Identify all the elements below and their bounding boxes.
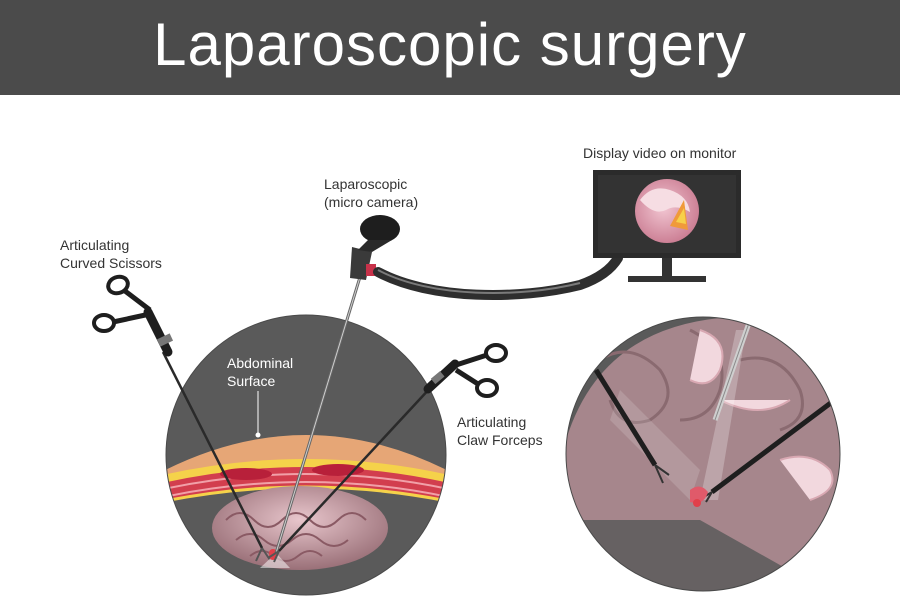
camera-cable-highlight [377, 269, 581, 294]
camera-label-line2: (micro camera) [324, 194, 419, 210]
title-banner: Laparoscopic surgery [0, 0, 900, 95]
abdominal-label-line1: Abdominal [227, 355, 294, 371]
scissors-label-line1: Articulating [60, 237, 130, 253]
abdominal-label-line2: Surface [227, 373, 276, 389]
curved-scissors-instrument [92, 274, 271, 562]
internal-view [565, 316, 841, 592]
forceps-label-line1: Articulating [457, 414, 527, 430]
laparoscope-camera [260, 215, 400, 568]
camera-label-line1: Laparoscopic [324, 176, 408, 192]
monitor-label: Display video on monitor [583, 144, 736, 162]
scissors-label: Articulating Curved Scissors [60, 236, 162, 272]
camera-cable [373, 253, 623, 300]
camera-label: Laparoscopic (micro camera) [324, 175, 418, 211]
forceps-label: Articulating Claw Forceps [457, 413, 543, 449]
forceps-label-line2: Claw Forceps [457, 432, 543, 448]
monitor [593, 170, 741, 282]
monitor-label-text: Display video on monitor [583, 145, 737, 161]
claw-forceps-instrument [267, 343, 508, 563]
abdominal-callout-dot [255, 432, 261, 438]
scissors-label-line2: Curved Scissors [60, 255, 162, 271]
abdominal-label: Abdominal Surface [227, 354, 293, 390]
page-title: Laparoscopic surgery [153, 11, 747, 78]
